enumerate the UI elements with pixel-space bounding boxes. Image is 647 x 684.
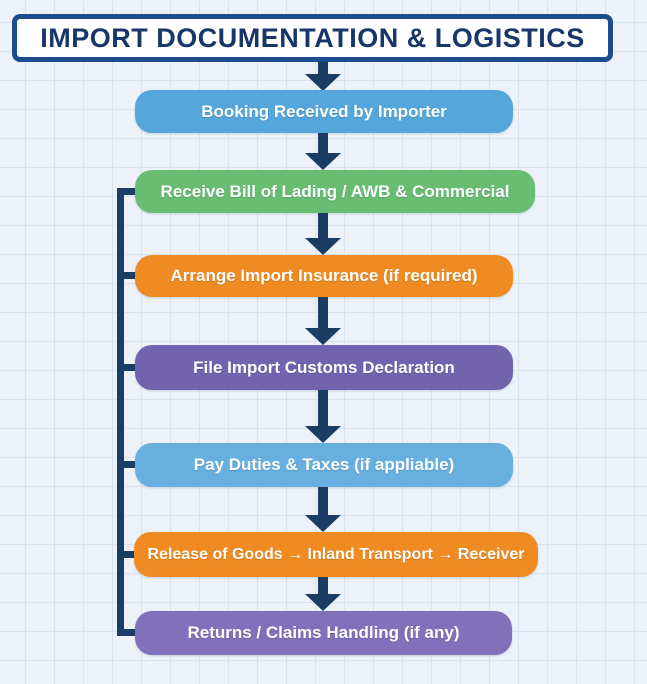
down-arrow-shaft xyxy=(318,133,328,154)
flow-node-file-customs-declaration: File Import Customs Declaration xyxy=(135,345,513,390)
down-arrow-shaft xyxy=(318,297,328,329)
connector-stub xyxy=(117,364,136,371)
down-arrow-icon xyxy=(305,74,341,91)
down-arrow-icon xyxy=(305,426,341,443)
connector-stub xyxy=(117,629,136,636)
flow-node-receive-bill-of-lading: Receive Bill of Lading / AWB & Commercia… xyxy=(135,170,535,213)
connector-stub xyxy=(117,272,136,279)
left-connector-line xyxy=(117,188,124,636)
down-arrow-icon xyxy=(305,515,341,532)
connector-stub xyxy=(117,461,136,468)
down-arrow-shaft xyxy=(318,487,328,516)
page-title: IMPORT DOCUMENTATION & LOGISTICS xyxy=(12,14,613,62)
flow-node-pay-duties-taxes: Pay Duties & Taxes (if appliable) xyxy=(135,443,513,487)
down-arrow-icon xyxy=(305,153,341,170)
down-arrow-icon xyxy=(305,238,341,255)
flow-node-booking-received: Booking Received by Importer xyxy=(135,90,513,133)
down-arrow-shaft xyxy=(318,213,328,239)
flow-node-arrange-insurance: Arrange Import Insurance (if required) xyxy=(135,255,513,297)
flow-node-returns-claims: Returns / Claims Handling (if any) xyxy=(135,611,512,655)
down-arrow-shaft xyxy=(318,577,328,595)
connector-stub xyxy=(117,188,136,195)
down-arrow-shaft xyxy=(318,390,328,427)
down-arrow-shaft xyxy=(318,62,328,75)
connector-stub xyxy=(117,551,136,558)
down-arrow-icon xyxy=(305,328,341,345)
flow-node-release-of-goods: Release of Goods → Inland Transport → Re… xyxy=(134,532,538,577)
down-arrow-icon xyxy=(305,594,341,611)
